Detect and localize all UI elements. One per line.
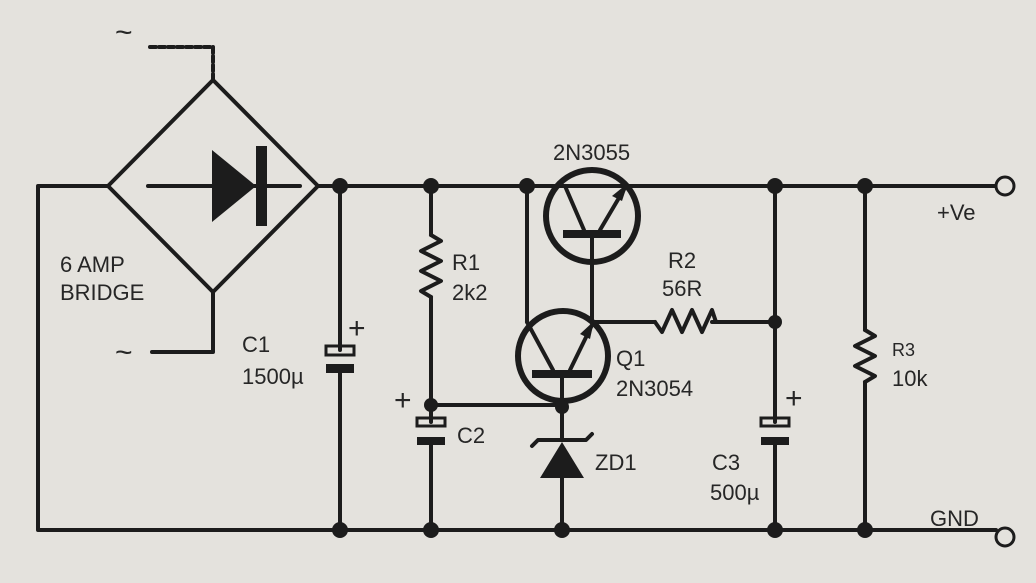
q1-value: 2N3054 [616, 376, 693, 401]
bridge-rectifier [106, 78, 320, 294]
junction-dots [332, 178, 873, 538]
c1-name: C1 [242, 332, 270, 357]
capacitor-c2 [415, 416, 447, 445]
output-terminal-positive [994, 175, 1016, 197]
c2-name: C2 [457, 423, 485, 448]
q1-name: Q1 [616, 346, 645, 371]
r3-value: 10k [892, 366, 928, 391]
c1-plus: + [348, 312, 366, 345]
output-terminal-gnd [994, 526, 1016, 548]
c3-name: C3 [712, 450, 740, 475]
ac-input-top-label: ~ [115, 16, 133, 49]
bridge-label-2: BRIDGE [60, 280, 144, 305]
r1-name: R1 [452, 250, 480, 275]
c3-value: 500µ [710, 480, 760, 505]
ac-input-bottom-label: ~ [115, 336, 133, 369]
output-positive-label: +Ve [937, 200, 976, 225]
capacitor-c3 [759, 416, 791, 445]
r2-name: R2 [668, 248, 696, 273]
pass-transistor-label: 2N3055 [553, 140, 630, 165]
r3-name: R3 [892, 340, 915, 360]
c2-plus: + [394, 384, 412, 417]
resistor-r3 [853, 328, 877, 384]
resistor-r2 [653, 308, 718, 334]
c3-plus: + [785, 382, 803, 415]
c1-value: 1500µ [242, 364, 304, 389]
transistor-2n3055 [543, 167, 641, 265]
zener-diode-zd1 [530, 432, 594, 478]
zd1-name: ZD1 [595, 450, 637, 475]
resistor-r1 [419, 233, 443, 299]
r1-value: 2k2 [452, 280, 487, 305]
output-gnd-label: GND [930, 506, 979, 531]
r2-value: 56R [662, 276, 702, 301]
bridge-label-1: 6 AMP [60, 252, 125, 277]
wires [36, 45, 998, 532]
capacitor-c1 [324, 344, 356, 373]
